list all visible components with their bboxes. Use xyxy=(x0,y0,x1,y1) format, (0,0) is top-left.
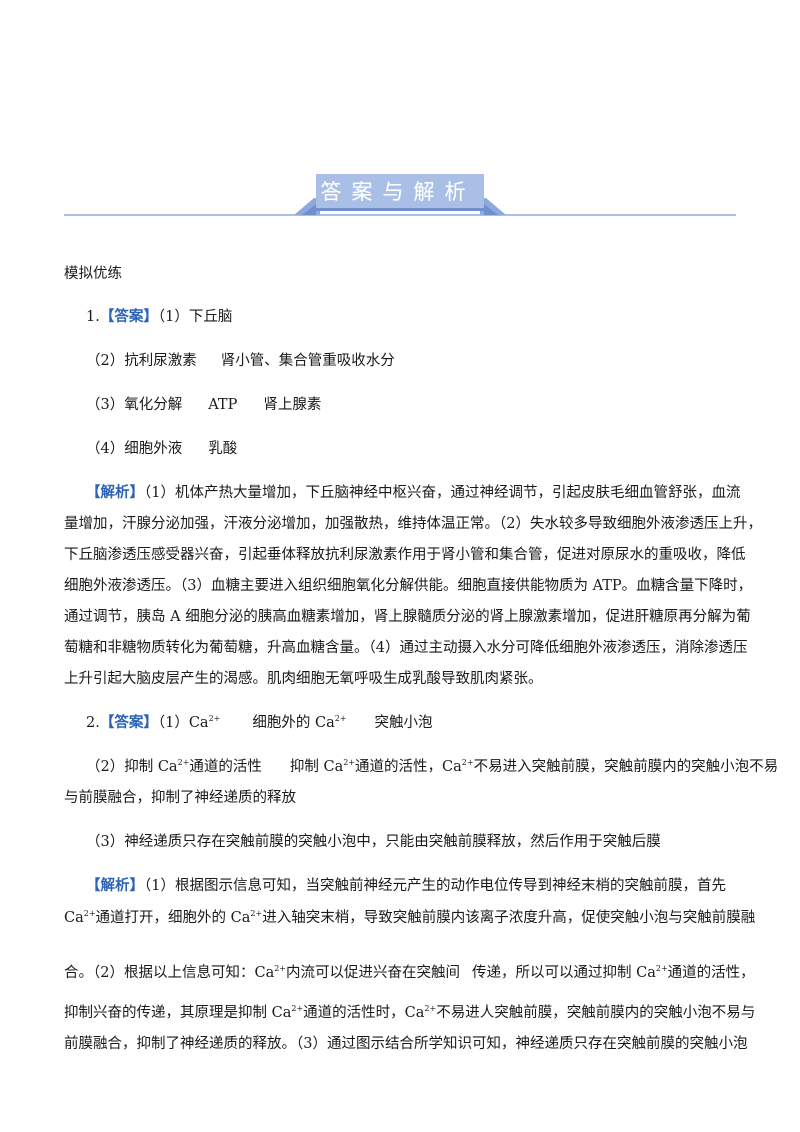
q2-analysis-3c: 传递，所以可以通过抑制 Ca xyxy=(472,965,656,981)
q1-analysis-line-5: 通过调节，胰岛 A 细胞分泌的胰高血糖素增加，肾上腺髓质分泌的肾上腺激素增加，促… xyxy=(64,609,751,625)
superscript: 2+ xyxy=(655,964,668,973)
q2-analysis-2b: 通道打开，细胞外的 Ca xyxy=(95,910,251,926)
q1-answer-tag: 【答案】 xyxy=(99,308,158,325)
q2-analysis-line-5: 前膜融合，抑制了神经递质的释放。（3）通过图示结合所学知识可知，神经递质只存在突… xyxy=(64,1036,748,1052)
superscript: 2+ xyxy=(343,758,356,767)
q2-analysis-line-3: 合。（2）根据以上信息可知：Ca2+内流可以促进兴奋在突触间传递，所以可以通过抑… xyxy=(64,961,755,982)
q2-answer-line-3: 与前膜融合，抑制了神经递质的释放 xyxy=(64,790,296,806)
superscript: 2+ xyxy=(250,909,263,918)
q1-analysis-line-7: 上升引起大脑皮层产生的渴感。肌肉细胞无氧呼吸生成乳酸导致肌肉紧张。 xyxy=(64,671,543,687)
q2-analysis-2c: 进入轴突末梢，导致突触前膜内该离子浓度升高，促使突触小泡与突触前膜融 xyxy=(262,910,756,926)
q2-answer-2e: 不易进入突触前膜，突触前膜内的突触小泡不易 xyxy=(473,759,779,775)
q2-analysis-line-2: Ca2+通道打开，细胞外的 Ca2+进入轴突末梢，导致突触前膜内该离子浓度升高，… xyxy=(64,906,755,927)
q2-answer-line-4: （3）神经递质只存在突触前膜的突触小泡中，只能由突触前膜释放，然后作用于突触后膜 xyxy=(86,834,661,850)
superscript: 2+ xyxy=(461,758,474,767)
q1-answer-line-1: 1.【答案】（1）下丘脑 xyxy=(86,305,232,326)
q1-answer-2b: 肾小管、集合管重吸收水分 xyxy=(220,353,395,369)
q2-answer-2c: 抑制 Ca xyxy=(289,759,344,775)
q1-analysis-text-1: （1）机体产热大量增加，下丘脑神经中枢兴奋，通过神经调节，引起皮肤毛细血管舒张，… xyxy=(144,485,741,501)
q1-analysis-line-6: 萄糖和非糖物质转化为葡萄糖，升高血糖含量。（4）通过主动摄入水分可降低细胞外液渗… xyxy=(64,640,748,656)
q2-analysis-4c: 不易进人突触前膜，突触前膜内的突触小泡不易与 xyxy=(436,1005,756,1021)
superscript: 2+ xyxy=(334,714,347,723)
banner-title: 答案与解析 xyxy=(320,180,476,204)
q2-answer-line-1: 2.【答案】（1）Ca2+细胞外的 Ca2+突触小泡 xyxy=(86,711,433,732)
q1-answer-1: （1）下丘脑 xyxy=(157,309,233,325)
header-banner xyxy=(64,168,736,228)
q2-analysis-3b: 内流可以促进兴奋在突触间 xyxy=(286,965,461,981)
section-title: 模拟优练 xyxy=(64,266,122,282)
q2-answer-line-2: （2）抑制 Ca2+通道的活性抑制 Ca2+通道的活性，Ca2+不易进入突触前膜… xyxy=(86,755,778,776)
q1-answer-3b: ATP xyxy=(208,397,238,413)
q1-analysis-line-2: 量增加，汗腺分泌加强，汗液分泌增加，加强散热，维持体温正常。（2）失水较多导致细… xyxy=(64,516,762,532)
q1-answer-line-3: （3）氧化分解 ATP 肾上腺素 xyxy=(86,393,321,414)
superscript: 2+ xyxy=(83,909,96,918)
q2-answer-1b: 细胞外的 Ca xyxy=(252,715,335,731)
q2-analysis-3a: 合。（2）根据以上信息可知：Ca xyxy=(64,965,275,981)
q2-analysis-4b: 通道的活性时，Ca xyxy=(303,1005,425,1021)
superscript: 2+ xyxy=(424,1004,437,1013)
q1-answer-3c: 肾上腺素 xyxy=(263,397,322,413)
q2-analysis-3d: 通道的活性， xyxy=(667,965,755,981)
q1-answer-4a: （4）细胞外液 xyxy=(86,441,183,457)
q2-analysis-text-1: （1）根据图示信息可知，当突触前神经元产生的动作电位传导到神经末梢的突触前膜，首… xyxy=(144,878,726,894)
q2-answer-2d: 通道的活性，Ca xyxy=(355,759,462,775)
q2-analysis-4a: 抑制兴奋的传递，其原理是抑制 Ca xyxy=(64,1005,292,1021)
q1-analysis-line-3: 下丘脑渗透压感受器兴奋，引起垂体释放抗利尿激素作用于肾小管和集合管，促进对原尿水… xyxy=(64,547,746,563)
q1-answer-line-4: （4）细胞外液 乳酸 xyxy=(86,437,237,458)
q2-answer-2a: （2）抑制 Ca xyxy=(86,759,178,775)
q1-answer-3a: （3）氧化分解 xyxy=(86,397,183,413)
superscript: 2+ xyxy=(291,1004,304,1013)
superscript: 2+ xyxy=(274,964,287,973)
superscript: 2+ xyxy=(177,758,190,767)
banner-decoration xyxy=(64,174,736,216)
q1-analysis-line-1: 【解析】（1）机体产热大量增加，下丘脑神经中枢兴奋，通过神经调节，引起皮肤毛细血… xyxy=(86,481,740,502)
q2-answer-tag: 【答案】 xyxy=(99,714,158,731)
q2-answer-2b: 通道的活性 xyxy=(189,759,262,775)
q1-answer-2a: （2）抗利尿激素 xyxy=(86,353,197,369)
q1-analysis-line-4: 细胞外液渗透压。（3）血糖主要进入组织细胞氧化分解供能。细胞直接供能物质为 AT… xyxy=(64,578,753,594)
q2-answer-1a: （1）Ca xyxy=(157,715,209,731)
q1-number: 1. xyxy=(86,309,100,325)
q2-analysis-line-4: 抑制兴奋的传递，其原理是抑制 Ca2+通道的活性时，Ca2+不易进人突触前膜，突… xyxy=(64,1001,755,1022)
superscript: 2+ xyxy=(208,714,221,723)
q2-analysis-line-1: 【解析】（1）根据图示信息可知，当突触前神经元产生的动作电位传导到神经末梢的突触… xyxy=(86,874,726,895)
q2-answer-1c: 突触小泡 xyxy=(374,715,433,731)
q1-analysis-tag: 【解析】 xyxy=(86,484,144,501)
q2-number: 2. xyxy=(86,715,100,731)
q2-analysis-2a: Ca xyxy=(64,910,84,926)
q1-answer-line-2: （2）抗利尿激素 肾小管、集合管重吸收水分 xyxy=(86,349,395,370)
q1-answer-4b: 乳酸 xyxy=(208,441,238,457)
q2-analysis-tag: 【解析】 xyxy=(86,877,144,894)
